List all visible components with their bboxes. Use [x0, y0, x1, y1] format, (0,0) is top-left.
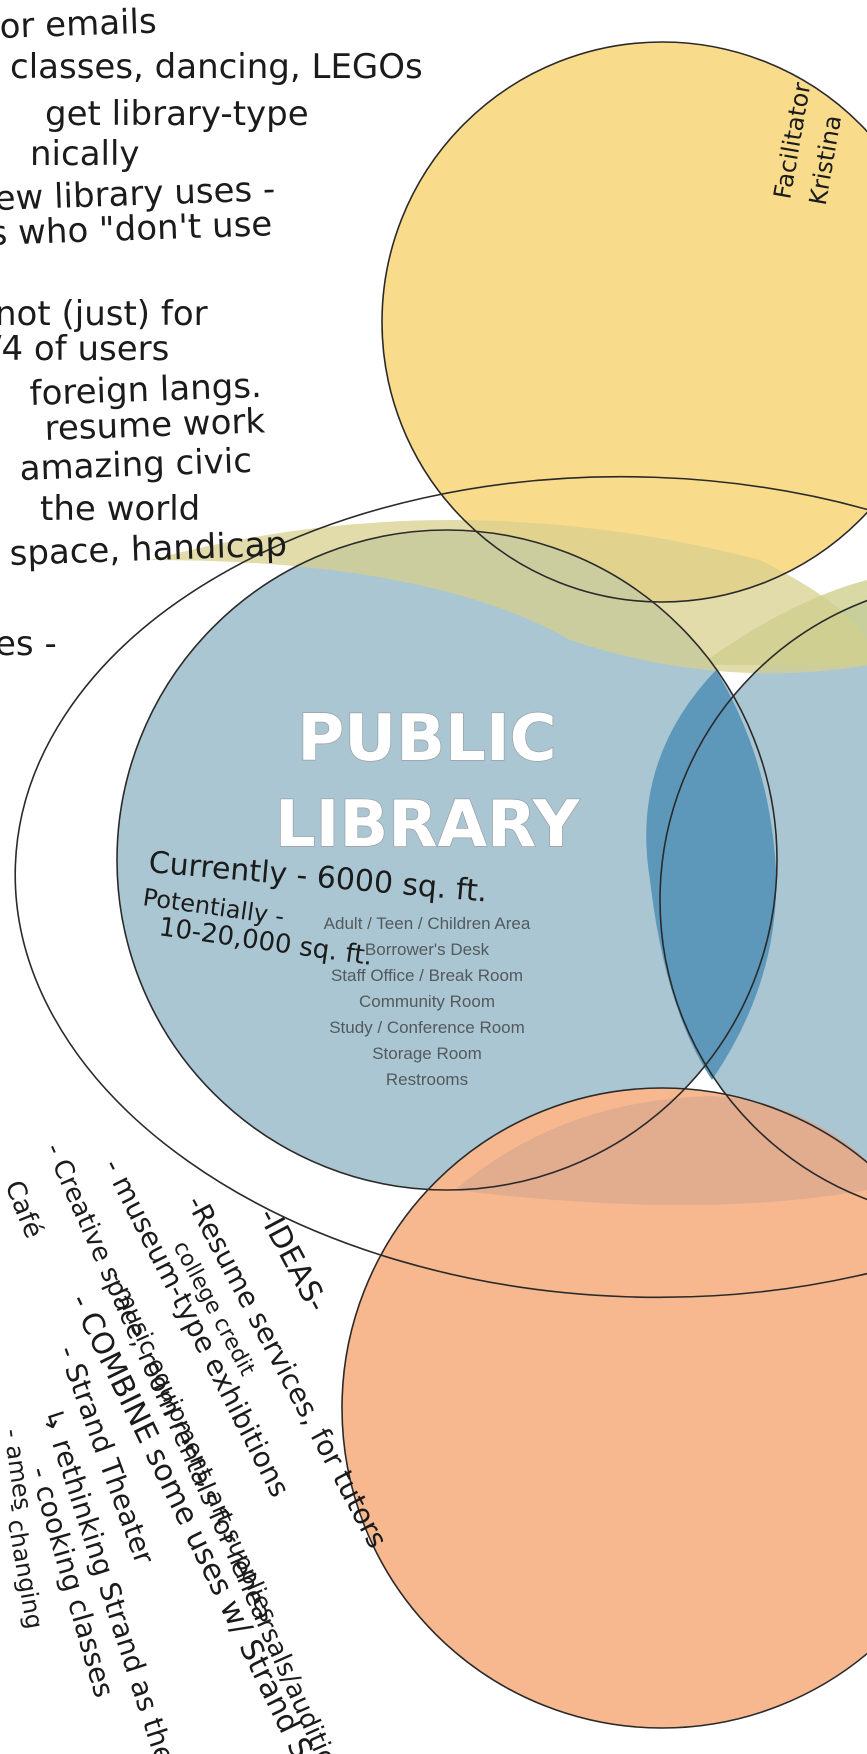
note-line: foreign langs.	[29, 366, 263, 414]
note-line: ew library uses -	[0, 169, 276, 219]
note-line: or emails	[0, 2, 157, 47]
room-item: Staff Office / Break Room	[331, 966, 523, 985]
room-item: Study / Conference Room	[329, 1018, 525, 1037]
room-item: Adult / Teen / Children Area	[324, 914, 531, 933]
blue-circle-right-outline	[659, 599, 867, 1201]
center-lens	[646, 670, 777, 1080]
yellow-circle	[382, 42, 867, 602]
blue-circle-outline	[116, 529, 778, 1191]
room-item: Community Room	[359, 992, 495, 1011]
note-line: s who "don't use	[0, 204, 273, 254]
title-line-public: PUBLIC	[297, 702, 556, 776]
room-item: Restrooms	[386, 1070, 468, 1089]
note-line: not (just) for	[0, 294, 208, 334]
blue-circle	[117, 530, 777, 1190]
handwritten-ideas: -IDEAS--Resume services, for tutorscolle…	[0, 1139, 394, 1754]
yellow-circle-outline	[381, 41, 867, 603]
note-line: get library-type	[45, 94, 309, 134]
large-ellipse-outline	[14, 475, 867, 1299]
note-line: nically	[30, 134, 140, 174]
room-item: Storage Room	[372, 1044, 482, 1063]
note-line: the world	[40, 489, 200, 529]
note-line: classes, dancing, LEGOs	[10, 47, 423, 87]
orange-circle	[342, 1088, 867, 1728]
note-line: amazing civic	[19, 441, 253, 489]
idea-line: - ames	[0, 1427, 37, 1512]
note-line: resume work	[44, 401, 266, 449]
title-line-library: LIBRARY	[275, 788, 580, 862]
overlap-blue-orange	[455, 1096, 867, 1205]
note-line: /4 of users	[0, 329, 169, 369]
note-line: es -	[0, 624, 57, 664]
idea-line: Café	[0, 1176, 49, 1242]
overlap-yellow-right	[700, 580, 867, 665]
orange-circle-outline	[341, 1087, 867, 1729]
room-item: Borrower's Desk	[365, 940, 490, 959]
note-line: space, handicap	[9, 524, 288, 574]
